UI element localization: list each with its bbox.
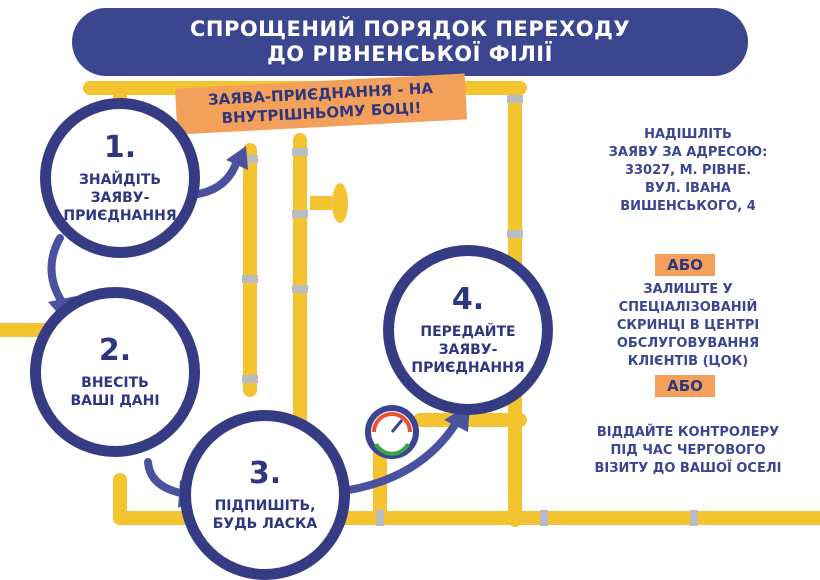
step-4-circle: 4. ПЕРЕДАЙТЕ ЗАЯВУ- ПРИЄДНАННЯ (383, 245, 553, 415)
send-line2: ЗАЯВУ ЗА АДРЕСОЮ: (608, 145, 768, 160)
give-line1: ВІДДАЙТЕ КОНТРОЛЕРУ (596, 425, 780, 440)
step-3-line1: ПІДПИШІТЬ, (214, 498, 316, 514)
or-badge-1: АБО (655, 254, 715, 276)
leave-line1: ЗАЛИШТЕ У (643, 282, 733, 297)
step-4-number: 4. (451, 282, 485, 317)
step-3-number: 3. (248, 456, 282, 491)
header-banner: СПРОЩЕНИЙ ПОРЯДОК ПЕРЕХОДУ ДО РІВНЕНСЬКО… (72, 8, 748, 76)
step-3-circle: 3. ПІДПИШІТЬ, БУДЬ ЛАСКА (180, 410, 350, 580)
send-line5: ВИШЕНСЬКОГО, 4 (620, 199, 756, 214)
step-4-line3: ПРИЄДНАННЯ (411, 360, 525, 376)
step-2-circle: 2. ВНЕСІТЬ ВАШІ ДАНІ (30, 287, 200, 457)
send-info: НАДІШЛІТЬ ЗАЯВУ ЗА АДРЕСОЮ: 33027, М. РІ… (578, 126, 798, 216)
step-4-line1: ПЕРЕДАЙТЕ (420, 324, 516, 340)
step-4-line2: ЗАЯВУ- (438, 342, 498, 358)
leave-line3: СКРИНЦІ В ЦЕНТРІ (616, 318, 760, 333)
step-2-number: 2. (98, 333, 132, 368)
step-1-line3: ПРИЄДНАННЯ (63, 208, 177, 224)
give-info: ВІДДАЙТЕ КОНТРОЛЕРУ ПІД ЧАС ЧЕРГОВОГО ВІ… (566, 424, 810, 478)
leave-line5: КЛІЄНТІВ (ЦОК) (627, 354, 749, 369)
step-1-number: 1. (103, 130, 137, 165)
step-3-line2: БУДЬ ЛАСКА (212, 516, 318, 532)
banner-title-line2: ДО РІВНЕНСЬКОЇ ФІЛІЇ (267, 42, 553, 66)
arrow-icon (47, 234, 66, 306)
banner-title-line1: СПРОЩЕНИЙ ПОРЯДОК ПЕРЕХОДУ (189, 17, 631, 41)
leave-line2: СПЕЦІАЛІЗОВАНІЙ (618, 300, 758, 315)
valve-icon (310, 183, 348, 223)
arrow-icon (331, 416, 462, 496)
or-badge-2: АБО (655, 375, 715, 397)
step-1-line2: ЗАЯВУ- (90, 190, 150, 206)
give-line3: ВІЗИТУ ДО ВАШОЇ ОСЕЛІ (594, 461, 782, 476)
leave-info: ЗАЛИШТЕ У СПЕЦІАЛІЗОВАНІЙ СКРИНЦІ В ЦЕНТ… (578, 281, 798, 371)
give-line2: ПІД ЧАС ЧЕРГОВОГО (610, 443, 766, 458)
step-1-circle: 1. ЗНАЙДІТЬ ЗАЯВУ- ПРИЄДНАННЯ (40, 98, 200, 258)
step-2-line1: ВНЕСІТЬ (81, 375, 149, 391)
step-2-line2: ВАШІ ДАНІ (70, 393, 160, 409)
gauge-icon (365, 405, 419, 459)
leave-line4: ОБСЛУГОВУВАННЯ (616, 336, 760, 351)
send-line3: 33027, М. РІВНЕ. (624, 163, 752, 178)
step-1-line1: ЗНАЙДІТЬ (78, 172, 162, 188)
send-line1: НАДІШЛІТЬ (644, 127, 732, 142)
send-line4: ВУЛ. ІВАНА (645, 181, 731, 196)
